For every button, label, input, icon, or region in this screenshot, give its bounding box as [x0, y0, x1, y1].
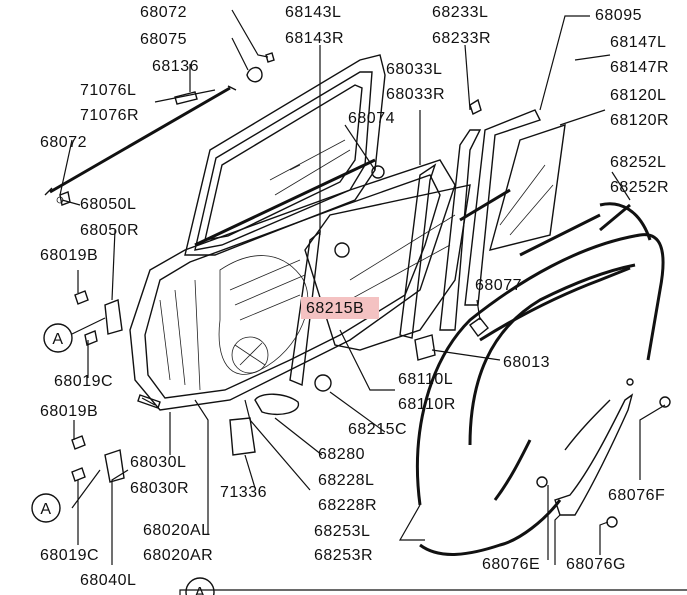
part-label-68120l[interactable]: 68120L	[610, 87, 666, 104]
door-inner-panel	[129, 159, 456, 411]
part-label-68233l[interactable]: 68233L	[432, 4, 488, 21]
part-label-71076r[interactable]: 71076R	[80, 107, 139, 124]
door-glass	[304, 184, 471, 351]
part-label-68253l[interactable]: 68253L	[314, 523, 370, 540]
door-sash	[184, 54, 386, 256]
part-label-68050r[interactable]: 68050R	[80, 222, 139, 239]
callout-a-label: A	[194, 585, 205, 595]
part-label-68033l[interactable]: 68033L	[386, 61, 442, 78]
part-label-68033r[interactable]: 68033R	[386, 86, 445, 103]
part-label-68076g[interactable]: 68076G	[566, 556, 626, 573]
part-label-68040l[interactable]: 68040L	[80, 572, 136, 589]
part-label-68019b[interactable]: 68019B	[40, 247, 98, 264]
part-label-68020al[interactable]: 68020AL	[143, 522, 211, 539]
part-label-68120r[interactable]: 68120R	[610, 112, 669, 129]
part-label-68075[interactable]: 68075	[140, 31, 187, 48]
quarter-glass	[489, 123, 566, 251]
part-label-68228r[interactable]: 68228R	[318, 497, 377, 514]
part-label-68215b[interactable]: 68215B	[306, 300, 364, 317]
part-label-71336[interactable]: 71336	[220, 484, 267, 501]
part-label-68019c-b[interactable]: 68019C	[40, 547, 99, 564]
part-label-68253r[interactable]: 68253R	[314, 547, 373, 564]
part-label-68030r[interactable]: 68030R	[130, 480, 189, 497]
label-highlight	[301, 297, 379, 319]
part-label-68076e[interactable]: 68076E	[482, 556, 540, 573]
part-label-68076f[interactable]: 68076F	[608, 487, 665, 504]
part-label-68013[interactable]: 68013	[503, 354, 550, 371]
part-label-68252l[interactable]: 68252L	[610, 154, 666, 171]
part-label-68050l[interactable]: 68050L	[80, 196, 136, 213]
part-label-68095[interactable]: 68095	[595, 7, 642, 24]
outer-belt-moulding	[194, 158, 601, 257]
small-parts	[59, 52, 671, 528]
part-label-68143r[interactable]: 68143R	[285, 30, 344, 47]
part-label-71076l[interactable]: 71076L	[80, 82, 136, 99]
part-label-68030l[interactable]: 68030L	[130, 454, 186, 471]
part-label-68280[interactable]: 68280	[318, 446, 365, 463]
part-label-68020ar[interactable]: 68020AR	[143, 547, 213, 564]
part-label-68019b-b[interactable]: 68019B	[40, 403, 98, 420]
part-label-68110l[interactable]: 68110L	[398, 371, 453, 388]
part-label-68215c[interactable]: 68215C	[348, 421, 407, 438]
part-label-68110r[interactable]: 68110R	[398, 396, 456, 413]
leader-lines	[59, 9, 687, 595]
part-label-68072-b[interactable]: 68072	[40, 134, 87, 151]
part-label-68072[interactable]: 68072	[140, 4, 187, 21]
callout-a-label: A	[40, 501, 51, 518]
part-label-68143l[interactable]: 68143L	[285, 4, 341, 21]
callout-circle-a-3[interactable]: A	[185, 577, 215, 595]
callout-circle-a-2[interactable]: A	[31, 493, 61, 523]
part-label-68233r[interactable]: 68233R	[432, 30, 491, 47]
beltline-moulding	[44, 85, 237, 204]
part-label-68077[interactable]: 68077	[475, 277, 522, 294]
part-label-68136[interactable]: 68136	[152, 58, 199, 75]
part-label-68252r[interactable]: 68252R	[610, 179, 669, 196]
part-label-68147r[interactable]: 68147R	[610, 59, 669, 76]
door-weatherstrip	[416, 202, 665, 556]
part-label-68019c[interactable]: 68019C	[54, 373, 113, 390]
callout-circle-a-1[interactable]: A	[43, 323, 73, 353]
part-label-68147l[interactable]: 68147L	[610, 34, 666, 51]
part-label-68228l[interactable]: 68228L	[318, 472, 374, 489]
part-labels: 68072 68075 68136 71076L 71076R 68072 68…	[40, 4, 669, 589]
callout-a-label: A	[52, 331, 63, 348]
part-label-68074[interactable]: 68074	[348, 110, 395, 127]
